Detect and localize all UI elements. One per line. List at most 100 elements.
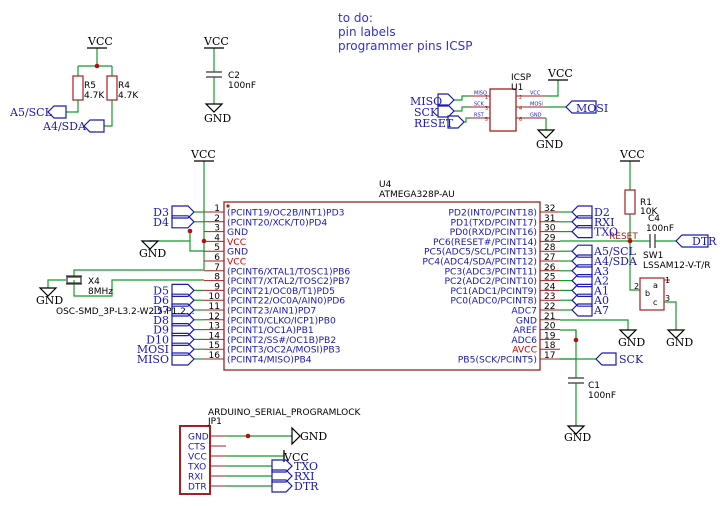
icsp-sck-flag (437, 104, 455, 118)
gnd-symbol-sw1 (666, 329, 686, 339)
u4-right-flag-d2 (571, 205, 593, 219)
u4-right-pin-num-29: 29 (544, 233, 556, 243)
r1-ref: R1 (640, 198, 652, 208)
r5-body (72, 75, 84, 101)
u4-sck-label: SCK (619, 353, 644, 366)
icsp-pin-vcc-num: 2 (519, 95, 522, 101)
u4-right-pin-name-19: ADC6 (511, 335, 537, 346)
jp1-pin-gnd: GND (188, 433, 209, 443)
u4-net-label-d8: D8 (153, 314, 169, 327)
u4-left-pin-name-3: GND (227, 227, 248, 238)
vcc-label-c2: VCC (203, 35, 229, 48)
wire-sw1-gnd (664, 301, 677, 330)
wire-x4-gnd (47, 279, 66, 288)
junction-u4-vcc-4 (201, 238, 207, 244)
u4-left-pin-num-16: 16 (209, 351, 221, 361)
u4-body (223, 201, 541, 371)
u4-net-label-d10: D10 (146, 333, 169, 346)
gnd-symbol-jp1 (291, 426, 301, 446)
c1-value: 100nF (588, 391, 616, 401)
jp1-label-txo: TXO (294, 460, 318, 473)
junction-u4-gnd-3 (187, 228, 193, 234)
gnd-label-jp1: GND (300, 430, 327, 443)
u4-right-label-txo: TXO (594, 226, 618, 239)
jp1-pin-cts: CTS (188, 443, 206, 453)
r4-body (106, 75, 118, 101)
jp1-pin-txo: TXO (187, 463, 206, 473)
wire-xtal2 (73, 279, 204, 297)
u4-left-pin-num-2: 2 (214, 214, 220, 224)
wire-icsp-rst (464, 117, 470, 123)
r4-ref: R4 (118, 81, 130, 91)
icsp-reset-flag (447, 115, 465, 129)
icsp-pin-rst-num: 5 (485, 117, 488, 123)
wire-xtal1 (73, 269, 204, 276)
u4-left-pin-name-5: GND (227, 247, 248, 258)
u4-right-flag-a5scl (571, 244, 593, 258)
r5-value: 4.7K (84, 91, 105, 101)
u4-right-label-a1: A1 (593, 284, 609, 297)
u4-left-pin-name-1: (PCINT19/OC2B/INT1)PD3 (227, 208, 345, 219)
x4-footprint: OSC-SMD_3P-L3.2-W2.5-P1.2... (56, 307, 194, 317)
parts-layer (38, 47, 709, 495)
u4-right-pin-name-17: PB5(SCK/PCINT5) (458, 355, 537, 366)
junction-jp1-gnd (245, 433, 251, 439)
sw1-pin-3: 3 (665, 294, 670, 303)
u4-right-label-a0: A0 (593, 294, 609, 307)
jp1-pin-vcc: VCC (188, 453, 207, 463)
gnd-label-c1: GND (564, 431, 591, 444)
gnd-label-sw1: GND (666, 336, 693, 349)
gnd-label-c2: GND (204, 112, 231, 125)
jp1-body (179, 425, 211, 495)
u4-right-label-a5scl: A5/SCL (593, 245, 637, 258)
wire-u4-gnd-21 (560, 319, 629, 330)
u4-right-pin-name-27: PC4(ADC4/SDA/PCINT12) (422, 257, 537, 268)
r1-body (624, 189, 636, 215)
u4-left-pin-num-13: 13 (209, 322, 220, 332)
sw1-body (639, 277, 665, 311)
u4-left-pin-num-7: 7 (214, 263, 220, 273)
icsp-reset-label: RESET (414, 117, 454, 130)
u4-left-pin-num-6: 6 (214, 253, 220, 263)
u4-right-pin-name-26: PC3(ADC3/PCINT11) (444, 266, 537, 277)
vcc-label-icsp: VCC (547, 67, 573, 80)
u4-net-flag-miso (171, 352, 195, 366)
gnd-symbol-c2 (204, 103, 224, 113)
gnd-symbol-u4 (140, 240, 160, 250)
u4-right-pin-num-19: 19 (544, 331, 556, 341)
wire-icsp-sck (454, 106, 470, 112)
gnd-label-icsp: GND (536, 138, 563, 151)
c4-value: 100nF (646, 224, 674, 234)
u4-right-flag-rxi (571, 215, 593, 229)
u4-left-pin-name-4: VCC (227, 237, 246, 248)
u4-right-pin-num-28: 28 (544, 243, 556, 253)
gnd-label-u4-right: GND (618, 336, 645, 349)
a5scl-left-flag (47, 105, 67, 119)
u4-right-pin-num-27: 27 (544, 253, 555, 263)
icsp-pin-mosi-num: 4 (519, 106, 522, 112)
u4-left-pin-num-8: 8 (214, 273, 220, 283)
u4-right-pin-name-25: PC2(ADC2/PCINT10) (444, 276, 537, 287)
gnd-label-crystal: GND (36, 294, 63, 307)
junction-reset (627, 238, 633, 244)
gnd-label-u4: GND (139, 247, 166, 260)
u4-right-pin-name-20: AREF (513, 325, 537, 336)
jp1-label-dtr: DTR (294, 480, 319, 493)
sw1-value: LSSAM12-V-T/R (643, 261, 711, 271)
wire-icsp-miso (454, 95, 470, 101)
reset-net-label: RESET (609, 232, 638, 242)
sw1-pin-b: b (645, 289, 650, 298)
sw1-pin-1: 1 (665, 276, 670, 285)
u4-right-pin-name-21: GND (516, 315, 537, 326)
r4-value: 4.7K (118, 91, 139, 101)
todo-note-line-2: pin labels (338, 25, 396, 39)
sw1-ref: SW1 (643, 251, 663, 261)
a4sda-left-label: A4/SDA (42, 120, 87, 133)
u4-right-pin-num-21: 21 (544, 312, 555, 322)
u4-right-pin-num-26: 26 (544, 263, 556, 273)
icsp-pin-sck-num: 3 (485, 106, 488, 112)
u4-left-pin-name-10: (PCINT22/OC0A/AIN0)PD6 (227, 296, 345, 307)
wires-layer (47, 48, 677, 487)
u4-left-pin-num-4: 4 (214, 233, 220, 243)
u4-right-pin-num-17: 17 (544, 351, 555, 361)
